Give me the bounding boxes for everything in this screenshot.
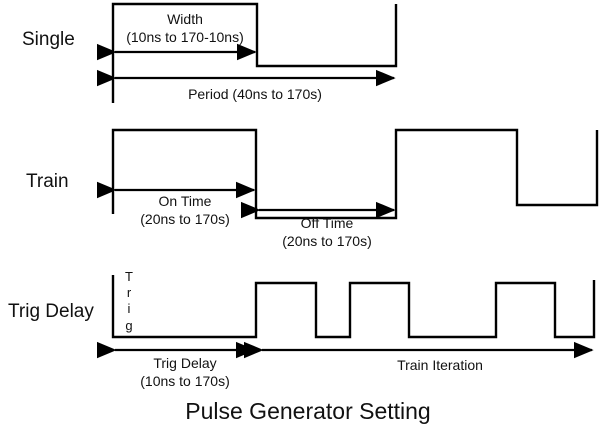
trig-letter-r: r [127,285,132,300]
dimension-label-off-time: Off Time [301,215,354,231]
dimension-trig-delay: Trig Delay (10ns to 170s) [96,341,256,389]
dimension-range-off-time: (20ns to 170s) [282,233,372,249]
trig-letter-g: g [125,318,132,333]
trig-letter-i: i [128,301,131,316]
dimension-range-trig-delay: (10ns to 170s) [140,373,230,389]
waveform-single [111,2,398,103]
trig-letter-t: T [125,269,133,284]
dimension-label-train-iteration: Train Iteration [397,357,483,373]
dimension-range-on-time: (20ns to 170s) [140,211,230,227]
dimension-train-iteration: Train Iteration [243,341,594,373]
dimension-label-period: Period (40ns to 170s) [188,86,322,102]
dimension-width: Width (10ns to 170-10ns) [96,11,257,61]
row-single: Single Width (10ns to 170-10ns) Period (… [22,2,398,103]
waveform-train [111,128,599,220]
dimension-range-width: (10ns to 170-10ns) [126,29,244,45]
row-label-train: Train [26,171,69,192]
row-trig-delay: Trig Delay T r i g Trig Delay (10ns to 1… [8,269,596,389]
dimension-label-on-time: On Time [159,193,212,209]
trig-marker-label: T r i g [125,269,133,333]
row-train: Train On Time (20ns to 170s) Off Time (2… [26,128,599,249]
diagram-title: Pulse Generator Setting [185,398,430,424]
dimension-label-width: Width [167,11,203,27]
dimension-on-time: On Time (20ns to 170s) [96,181,256,227]
dimension-period: Period (40ns to 170s) [96,69,396,102]
row-label-trig-delay: Trig Delay [8,301,94,322]
row-label-single: Single [22,29,75,50]
dimension-off-time: Off Time (20ns to 170s) [240,201,396,249]
waveform-trig-delay [111,275,596,339]
dimension-label-trig-delay: Trig Delay [153,355,216,371]
